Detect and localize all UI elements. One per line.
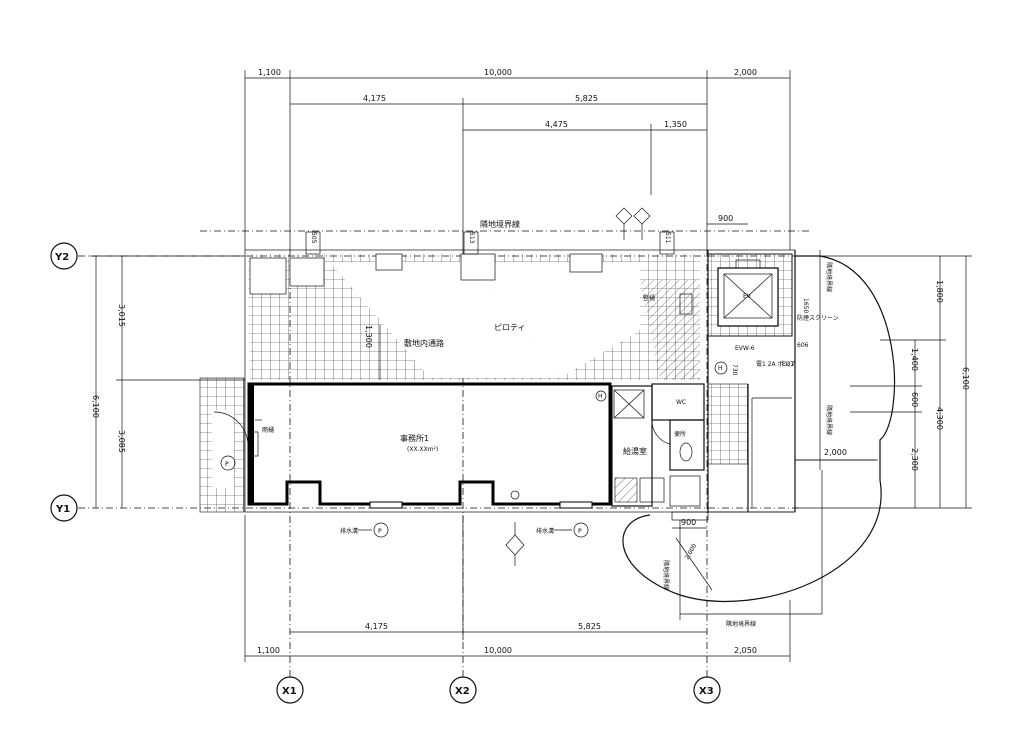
mark-p-drain-left: P <box>378 528 382 535</box>
dim-1650: 1650 <box>802 298 809 313</box>
label-office-area: (XX.XXm²) <box>407 446 438 453</box>
dim-bottom-inner-2: 5,825 <box>578 622 601 631</box>
mark-h-ev: H <box>718 365 723 372</box>
dim-bottom-outer-2: 10,000 <box>484 646 512 655</box>
dim-right-mid-total: 4,300 <box>935 407 944 430</box>
dim-right-c: 2,300 <box>910 448 919 471</box>
label-eq-note: EQ1 <box>782 361 795 368</box>
dim-left-lower: 3,085 <box>117 430 126 453</box>
dim-bottom-inner-1: 4,175 <box>365 622 388 631</box>
bottom-dimensions: 4,175 5,825 1,100 10,000 2,050 <box>244 515 791 662</box>
svg-text:排水溝: 排水溝 <box>340 527 358 535</box>
top-dimensions: 1,100 10,000 2,000 4,175 5,825 4,475 1,3… <box>244 68 791 250</box>
drain-left: 排水溝 P <box>340 522 389 538</box>
label-wc: WC <box>676 399 686 406</box>
grid-bubble-x2: X2 <box>449 676 477 704</box>
wall-513: 513 <box>468 232 475 244</box>
grid-bubble-y2: Y2 <box>50 242 78 270</box>
right-dimensions: 6,100 1,800 4,300 1,400 600 2,300 <box>795 255 972 509</box>
label-office: 事務所1 <box>400 433 429 443</box>
dim-curve-radius: 2,000 <box>684 542 699 561</box>
svg-text:排水溝: 排水溝 <box>536 527 554 535</box>
dim-right-a: 1,400 <box>910 348 919 371</box>
dim-900-bottom: 900 <box>681 518 696 527</box>
label-rain-gutter: 竪樋 <box>643 294 655 302</box>
office-walls <box>247 382 612 506</box>
dim-top-third-2: 1,350 <box>664 120 687 129</box>
dim-top-outer-1: 1,100 <box>258 68 281 77</box>
label-water-room: 給湯室 <box>623 446 647 456</box>
grid-label-x1: X1 <box>282 686 297 697</box>
dim-900-top: 900 <box>718 214 733 223</box>
label-ev-note: 防煙スクリーン <box>797 314 839 322</box>
grid-bubble-x3: X3 <box>693 676 721 704</box>
label-pilotis: ピロティ <box>494 323 526 332</box>
boundary-top-label: 隣地境界線 <box>480 219 520 229</box>
stair-hatched <box>707 383 749 465</box>
mark-h-office: H <box>598 393 603 400</box>
grid-label-x2: X2 <box>455 686 470 697</box>
left-dimensions: 6,100 3,015 3,085 <box>90 255 245 508</box>
boundary-bottom-vertical-label: 隣地境界線 <box>662 560 670 590</box>
service-core: 給湯室 WC 便所 <box>611 383 705 507</box>
mark-p-drain-right: P <box>578 528 582 535</box>
boundary-right-label-lower: 隣地境界線 <box>825 405 833 435</box>
dim-left-upper: 3,015 <box>117 304 126 327</box>
boundary-right-label: 隣地境界線 <box>825 262 833 292</box>
grid-label-y1: Y1 <box>55 504 70 515</box>
mark-p-left: P <box>225 461 229 468</box>
label-gutter-left: 雨樋 <box>262 426 274 434</box>
survey-marker-bottom <box>505 522 525 566</box>
dim-bottom-outer-3: 2,050 <box>734 646 757 655</box>
survey-marker-top <box>615 207 651 240</box>
label-ev: EV <box>743 293 752 300</box>
dim-top-inner-2: 5,825 <box>575 94 598 103</box>
wall-511: 511 <box>664 232 671 244</box>
dim-606: 606 <box>797 342 809 349</box>
dim-top-outer-3: 2,000 <box>734 68 757 77</box>
grid-label-x3: X3 <box>699 686 714 697</box>
dim-right-upper: 1,800 <box>935 280 944 303</box>
label-ev-code: EVW-6 <box>735 345 755 352</box>
grid-bubble-y1: Y1 <box>50 494 78 522</box>
dim-right-total: 6,100 <box>961 367 970 390</box>
dim-top-outer-2: 10,000 <box>484 68 512 77</box>
site-boundary-curve <box>622 255 896 603</box>
grid-bubble-x1: X1 <box>276 676 304 704</box>
dim-bottom-outer-1: 1,100 <box>257 646 280 655</box>
drain-right: 排水溝 P <box>536 522 589 538</box>
dim-ramp-width: 2,000 <box>824 448 847 457</box>
grid-label-y2: Y2 <box>54 252 69 263</box>
dim-left-total: 6,100 <box>91 395 100 418</box>
dim-top-inner-1: 4,175 <box>363 94 386 103</box>
dim-top-third-1: 4,475 <box>545 120 568 129</box>
dim-right-b: 600 <box>910 392 919 407</box>
wall-505: 505 <box>310 232 317 244</box>
boundary-bottom-right-label: 隣地境界線 <box>726 620 756 628</box>
label-pump-note: 電1 2A ポンプ <box>756 360 795 368</box>
label-toilet: 便所 <box>674 430 686 438</box>
pilotis-area: 1,300 敷地内通路 ピロティ <box>248 253 700 380</box>
elevator-shaft: EV EVW-6 防煙スクリーン 1650 606 730 電1 2A ポンプ … <box>707 253 839 376</box>
dim-730: 730 <box>731 364 738 376</box>
label-passage: 敷地内通路 <box>404 338 444 348</box>
dim-corridor-depth: 1,300 <box>364 325 373 348</box>
